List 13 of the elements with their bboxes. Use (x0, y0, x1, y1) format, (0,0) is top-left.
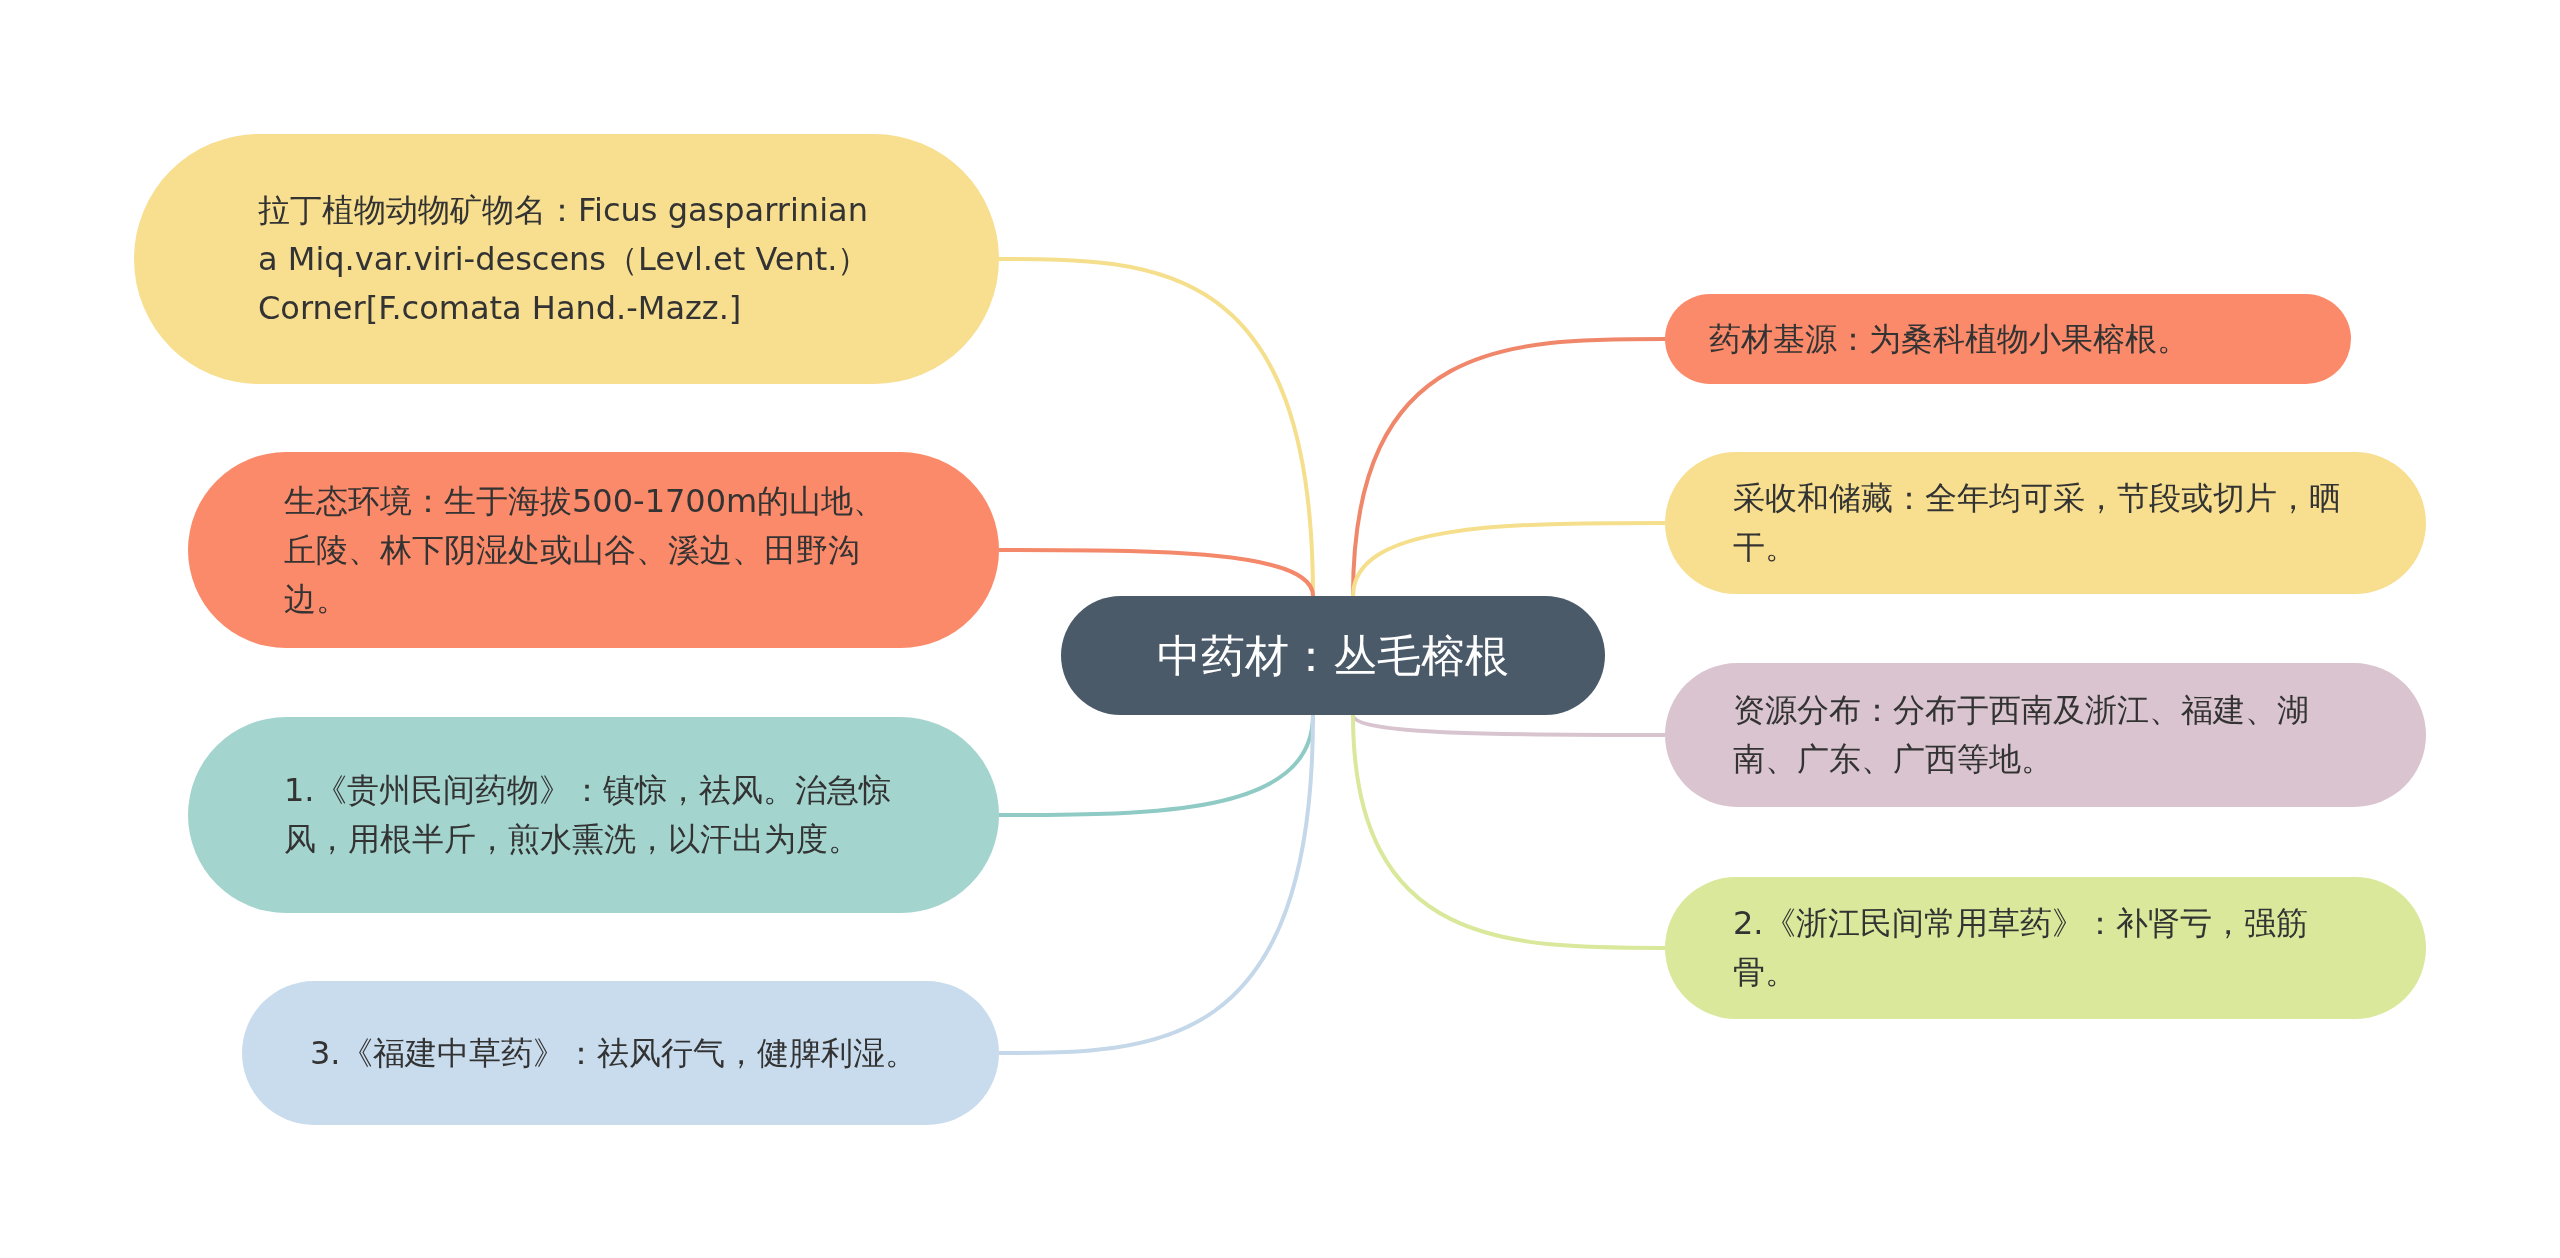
topic-text: 1.《贵州民间药物》：镇惊，祛风。治急惊风，用根半斤，煎水熏洗，以汗出为度。 (284, 770, 892, 860)
topic-text: 2.《浙江民间常用草药》：补肾亏，强筋骨。 (1733, 903, 2309, 993)
topic-text: 资源分布：分布于西南及浙江、福建、湖南、广东、广西等地。 (1733, 690, 2310, 780)
connector-line (999, 548, 1315, 597)
topic-text: 3.《福建中草药》：祛风行气，健脾利湿。 (310, 1032, 918, 1074)
connector-line (999, 714, 1315, 1055)
connector-line (1351, 521, 1665, 597)
topic-text: 拉丁植物动物矿物名：Ficus gasparriniana Miq.var.viri-descens（Levl.et Vent.）Corner[F.comata Hand.-Mazz.] (258, 189, 871, 329)
connector-line (1351, 714, 1665, 950)
topic-text: 采收和储藏：全年均可采，节段或切片，晒干。 (1733, 478, 2342, 568)
topic-title: 中药材：丛毛榕根 (1157, 631, 1509, 680)
topic-text: 药材基源：为桑科植物小果榕根。 (1709, 318, 2190, 360)
topic-text: 生态环境：生于海拔500-1700m的山地、丘陵、林下阴湿处或山谷、溪边、田野沟边。 (284, 480, 887, 620)
